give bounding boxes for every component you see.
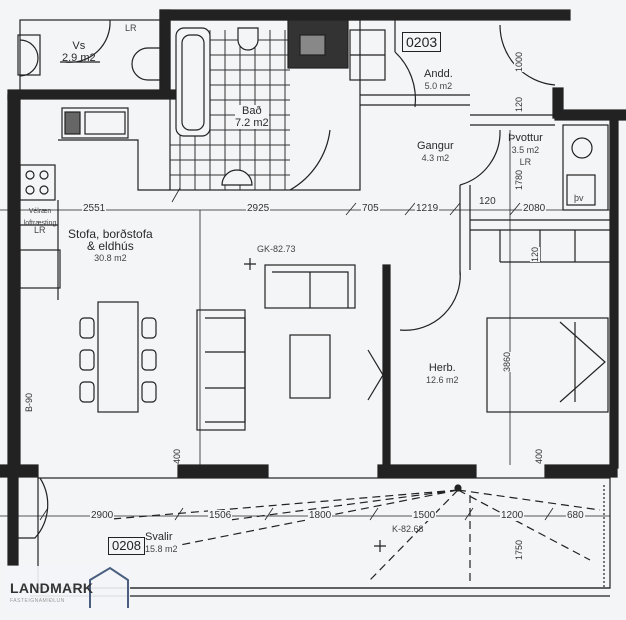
dim-top-2: 2925 xyxy=(246,203,271,214)
room-living-area: 30.8 m2 xyxy=(94,253,127,263)
room-entrance-name: Andd. xyxy=(424,68,453,80)
wall-bottom-1 xyxy=(0,464,39,478)
room-bath-area: 7.2 m2 xyxy=(235,117,269,129)
dim-balcony: 1750 xyxy=(514,539,524,560)
logo-name: LANDMARK xyxy=(10,580,94,596)
dim-bottom-4: 1500 xyxy=(412,510,437,521)
sofa-left xyxy=(196,309,246,431)
room-hallway: Gangur 4.3 m2 xyxy=(417,140,454,164)
room-laundry-name: Þvottur xyxy=(508,132,543,144)
wall-bottom-2 xyxy=(177,464,269,478)
dim-top-6: 2080 xyxy=(522,203,547,214)
room-living: Stofa, borðstofa & eldhús 30.8 m2 xyxy=(68,228,153,264)
wall-right xyxy=(609,117,619,469)
dim-door-bottom: 120 xyxy=(530,246,540,262)
room-laundry-area: 3.5 m2 xyxy=(511,145,540,155)
wall-bottom-4 xyxy=(544,464,618,478)
logo-tagline: FASTEIGNAMIÐLUN xyxy=(10,598,65,604)
apartment-number: 0203 xyxy=(402,32,442,52)
dim-bedroom: 3860 xyxy=(502,351,512,372)
room-wc-area: 2.9 m2 xyxy=(62,52,96,64)
balcony-number: 0208 xyxy=(108,537,145,555)
dim-top-3: 705 xyxy=(361,203,380,214)
dim-top-4: 1219 xyxy=(415,203,440,214)
wall-left xyxy=(7,94,21,476)
dim-window-left: 400 xyxy=(172,448,182,464)
wall-left-balcony xyxy=(7,474,19,566)
room-entrance: Andd. 5.0 m2 xyxy=(424,68,453,92)
room-balcony-area: 15.8 m2 xyxy=(145,544,178,554)
room-wc: Vs 2.9 m2 xyxy=(62,40,96,64)
dim-bottom-5: 1200 xyxy=(500,510,525,521)
room-bedroom: Herb. 12.6 m2 xyxy=(426,362,459,386)
room-wc-name: Vs xyxy=(72,40,86,52)
lr-living-note: LR xyxy=(34,225,46,235)
dryer-note: þv xyxy=(574,193,584,203)
wall-wc-bottom xyxy=(7,89,179,100)
house-icon xyxy=(89,566,129,608)
lr-wc-note: LR xyxy=(125,23,137,33)
room-laundry: Þvottur 3.5 m2 LR xyxy=(508,132,543,168)
bed xyxy=(486,317,609,413)
dim-bottom-3: 1800 xyxy=(308,510,333,521)
wall-wc-right xyxy=(159,9,171,96)
dim-top-5: 120 xyxy=(478,196,497,207)
dim-door-top: 120 xyxy=(514,96,524,112)
dining-table xyxy=(97,301,139,413)
room-hallway-name: Gangur xyxy=(417,140,454,152)
dim-window-right: 400 xyxy=(534,448,544,464)
dim-bottom-2: 1506 xyxy=(208,510,233,521)
room-bath-name: Bað xyxy=(242,105,262,117)
room-bath: Bað 7.2 m2 xyxy=(235,105,269,129)
wall-bedroom-left xyxy=(382,264,391,466)
dim-top-1: 2551 xyxy=(82,203,107,214)
dim-entry: 1000 xyxy=(514,51,524,72)
wall-top xyxy=(159,9,571,21)
wall-bottom-3 xyxy=(377,464,477,478)
room-bedroom-area: 12.6 m2 xyxy=(426,375,459,385)
room-laundry-note: LR xyxy=(519,157,532,167)
ventilation-note: Vélræn loftræsting xyxy=(23,208,57,227)
coffee-table xyxy=(289,334,331,399)
dim-bottom-6: 680 xyxy=(566,510,585,521)
room-bedroom-name: Herb. xyxy=(428,362,456,374)
dim-hall: 1780 xyxy=(514,169,524,190)
room-entrance-area: 5.0 m2 xyxy=(424,81,453,91)
balcony-elevation: K-82.68 xyxy=(392,524,424,534)
room-living-name-2: & eldhús xyxy=(87,239,134,253)
room-balcony: Svalir 15.8 m2 xyxy=(145,531,178,555)
landmark-logo: LANDMARK FASTEIGNAMIÐLUN xyxy=(4,566,130,610)
dim-living-left: B-90 xyxy=(24,392,34,412)
room-hallway-area: 4.3 m2 xyxy=(421,153,450,163)
dim-bottom-1: 2900 xyxy=(90,510,115,521)
floor-elevation: GK-82.73 xyxy=(257,244,296,254)
room-balcony-name: Svalir xyxy=(145,531,173,543)
room-living-name-1: Stofa, borðstofa xyxy=(68,227,153,241)
